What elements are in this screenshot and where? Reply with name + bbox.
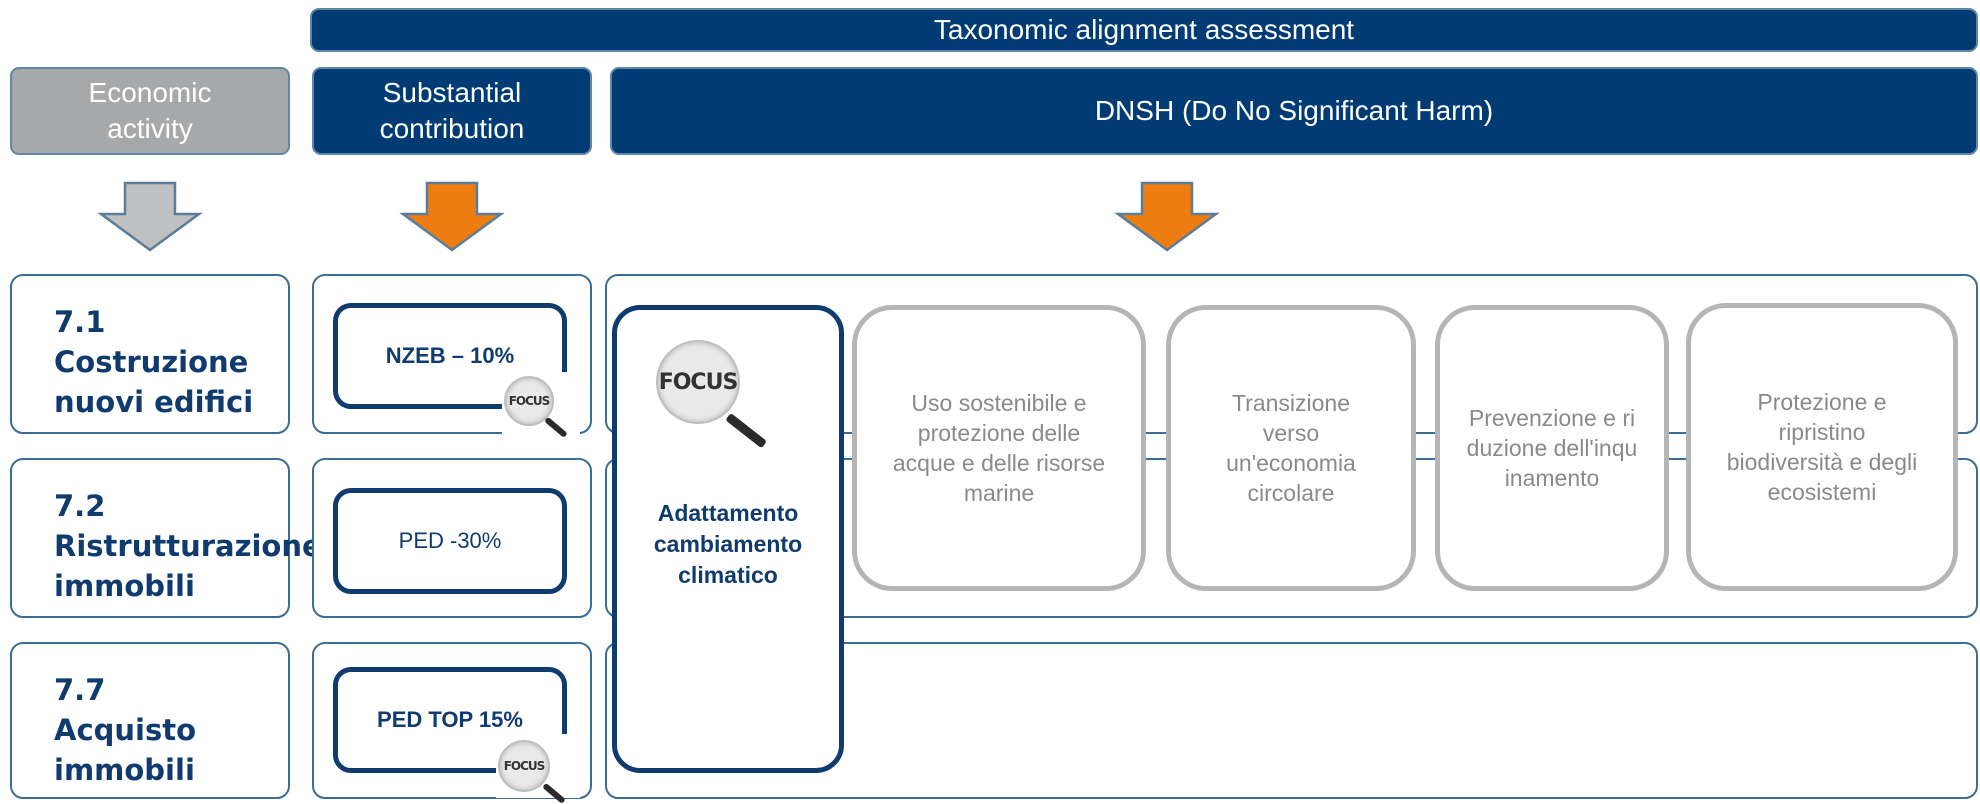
- activity-name: Ristrutturazione immobili: [54, 529, 322, 603]
- criterion-ped-30: PED -30%: [333, 488, 567, 594]
- activity-name: Acquisto immobili: [54, 713, 197, 787]
- criterion-nzeb: NZEB – 10%: [333, 303, 567, 409]
- dnsh-objective-water: Uso sostenibile e protezione delle acque…: [852, 305, 1146, 591]
- substantial-contribution-header: Substantial contribution: [312, 67, 592, 155]
- taxonomic-alignment-title: Taxonomic alignment assessment: [933, 14, 1355, 45]
- magnifier-handle: [725, 412, 768, 449]
- activity-name: Costruzione nuovi edifici: [54, 345, 254, 419]
- focus-magnifier-icon: FOCUS: [502, 372, 580, 439]
- activity-number: 7.7: [54, 673, 106, 707]
- dnsh-objective-biodiversity: Protezione e ripristino biodiversità e d…: [1686, 303, 1958, 591]
- taxonomic-alignment-header: Taxonomic alignment assessment: [310, 8, 1978, 52]
- focus-magnifier-icon: FOCUS: [652, 340, 786, 449]
- objective-label: Uso sostenibile e protezione delle acque…: [892, 390, 1106, 506]
- substantial-contribution-label: Substantial contribution: [379, 77, 525, 144]
- dnsh-header: DNSH (Do No Significant Harm): [610, 67, 1978, 155]
- dnsh-focus-objective: FOCUS Adattamento cambiamento climatico: [612, 305, 844, 773]
- activity-7-7: 7.7 Acquisto immobili: [10, 642, 290, 799]
- activity-number: 7.2: [54, 489, 106, 523]
- focus-badge-text: FOCUS: [656, 340, 740, 424]
- magnifier-handle: [544, 416, 568, 439]
- objective-label: Prevenzione e riduzione dell'inquinament…: [1466, 405, 1638, 491]
- arrow-down-orange-icon: [1114, 181, 1220, 252]
- objective-label: Transizione verso un'economia circolare: [1226, 390, 1356, 506]
- activity-7-2: 7.2 Ristrutturazione immobili: [10, 458, 322, 618]
- economic-activity-header: Economic activity: [10, 67, 290, 155]
- dnsh-label: DNSH (Do No Significant Harm): [1094, 95, 1494, 126]
- objective-label: Protezione e ripristino biodiversità e d…: [1726, 389, 1918, 505]
- arrow-down-grey-icon: [97, 181, 203, 252]
- focus-magnifier-icon: FOCUS: [496, 734, 580, 804]
- dnsh-objective-pollution: Prevenzione e riduzione dell'inquinament…: [1435, 305, 1669, 591]
- criterion-label: NZEB – 10%: [385, 343, 515, 368]
- magnifier-handle: [542, 782, 566, 804]
- criterion-label: PED -30%: [398, 528, 502, 553]
- focus-objective-label: Adattamento cambiamento climatico: [653, 500, 803, 588]
- focus-badge-text: FOCUS: [498, 740, 550, 792]
- dnsh-objective-circular-economy: Transizione verso un'economia circolare: [1166, 305, 1416, 591]
- economic-activity-label: Economic activity: [88, 77, 212, 144]
- activity-number: 7.1: [54, 305, 106, 339]
- activity-7-1: 7.1 Costruzione nuovi edifici: [10, 274, 290, 434]
- arrow-down-orange-icon: [399, 181, 505, 252]
- criterion-label: PED TOP 15%: [377, 707, 523, 732]
